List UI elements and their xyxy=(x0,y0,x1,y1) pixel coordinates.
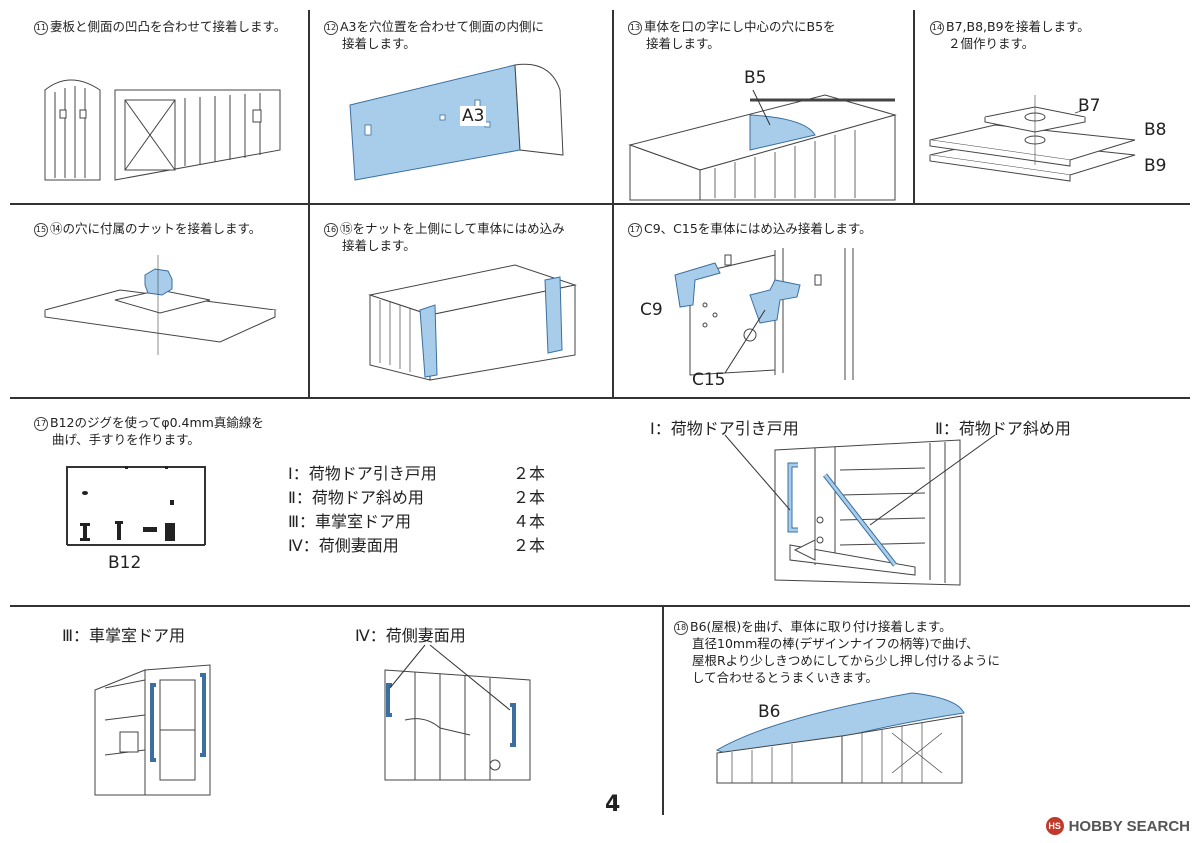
step-text-line4: して合わせるとうまくいきます。 xyxy=(692,670,878,685)
handrail-label: Ⅱ：荷物ドア斜め用 xyxy=(288,488,424,507)
step-number: 13 xyxy=(628,21,642,35)
row-divider-2 xyxy=(10,397,1190,399)
part-label-c9: C9 xyxy=(640,300,663,320)
handrail-label: Ⅳ：荷側妻面用 xyxy=(288,536,399,555)
figure-handrail-iii xyxy=(94,664,211,796)
part-label-b12: B12 xyxy=(108,553,142,573)
handrail-qty-1: ２本 xyxy=(513,464,546,483)
step-text-line2: ２個作ります。 xyxy=(948,36,1035,51)
step-number: 16 xyxy=(324,223,338,237)
figure-c9-c15-parts xyxy=(674,248,854,380)
part-label-b7: B7 xyxy=(1078,96,1101,116)
figure-label-iv: Ⅳ：荷側妻面用 xyxy=(355,626,466,645)
part-label-b8: B8 xyxy=(1144,120,1167,140)
part-label-a3: A3 xyxy=(460,106,487,126)
col-divider-r1c xyxy=(913,10,915,203)
figure-b7-b8-b9-plates xyxy=(929,95,1136,182)
step-number: 14 xyxy=(930,21,944,35)
step-text: ⑮をナットを上側にして車体にはめ込み xyxy=(340,221,565,236)
step-number: 17 xyxy=(628,223,642,237)
step-text: B12のジグを使ってφ0.4mm真鍮線を xyxy=(50,415,264,430)
handrail-label: Ⅰ：荷物ドア引き戸用 xyxy=(288,464,437,483)
part-label-c15: C15 xyxy=(692,370,726,390)
part-label-b5: B5 xyxy=(744,68,767,88)
step-text: A3を穴位置を合わせて側面の内側に xyxy=(340,19,545,34)
step-text-line2: 接着します。 xyxy=(342,238,416,253)
step-text-line2: 接着します。 xyxy=(342,36,416,51)
figure-label-iii: Ⅲ：車掌室ドア用 xyxy=(62,626,186,645)
watermark-text: HOBBY SEARCH xyxy=(1068,817,1190,835)
handrail-qty-3: ４本 xyxy=(513,512,546,531)
handrail-row-2: Ⅱ：荷物ドア斜め用 xyxy=(288,484,424,508)
figure-b6-roof xyxy=(715,692,965,784)
step-text: B7,B8,B9を接着します。 xyxy=(946,19,1090,34)
figure-a3-part xyxy=(349,63,564,181)
handrail-row-4: Ⅳ：荷側妻面用 xyxy=(288,532,399,556)
figure-handrail-iv xyxy=(384,644,531,781)
row-divider-3 xyxy=(10,605,1190,607)
figure-label-ii: Ⅱ：荷物ドア斜め用 xyxy=(935,419,1071,438)
step-text: B6(屋根)を曲げ、車体に取り付け接着します。 xyxy=(690,619,952,634)
handrail-qty-4: ２本 xyxy=(513,536,546,555)
hobby-search-logo-icon: HS xyxy=(1045,817,1064,835)
figure-nut-on-plate xyxy=(44,255,277,355)
step-text: ⑭の穴に付属のナットを接着します。 xyxy=(50,221,262,236)
step-text-line2: 曲げ、手すりを作ります。 xyxy=(52,432,200,447)
handrail-row-3: Ⅲ：車掌室ドア用 xyxy=(288,508,411,532)
figure-b5-part xyxy=(628,89,897,201)
part-label-b9: B9 xyxy=(1144,156,1167,176)
handrail-qty-2: ２本 xyxy=(513,488,546,507)
step-number: 17 xyxy=(34,417,48,431)
col-divider-r2a xyxy=(308,203,310,397)
page-number: 4 xyxy=(605,792,621,817)
figure-body-assembly xyxy=(368,264,577,381)
figure-handrail-i-ii xyxy=(724,434,996,586)
col-divider-r4 xyxy=(662,605,664,815)
watermark: HS HOBBY SEARCH xyxy=(1045,817,1190,835)
step-text: C9、C15を車体にはめ込み接着します。 xyxy=(644,221,872,236)
step-text-line3: 屋根Rより少しきつめにしてから少し押し付けるように xyxy=(692,653,1001,668)
handrail-row-1: Ⅰ：荷物ドア引き戸用 xyxy=(288,460,437,484)
row-divider-1 xyxy=(10,203,1190,205)
col-divider-r2b xyxy=(612,203,614,397)
step-text: 車体を口の字にし中心の穴にB5を xyxy=(644,19,836,34)
figure-end-and-side-walls xyxy=(44,79,281,181)
step-text: 妻板と側面の凹凸を合わせて接着します。 xyxy=(50,19,287,34)
step-number: 15 xyxy=(34,223,48,237)
step-number: 11 xyxy=(34,21,48,35)
col-divider-r1a xyxy=(308,10,310,203)
step-number: 18 xyxy=(674,621,688,635)
step-text-line2: 接着します。 xyxy=(646,36,720,51)
figure-label-i: Ⅰ：荷物ドア引き戸用 xyxy=(650,419,799,438)
handrail-label: Ⅲ：車掌室ドア用 xyxy=(288,512,412,531)
figure-b12-jig xyxy=(66,466,206,546)
col-divider-r1b xyxy=(612,10,614,203)
step-number: 12 xyxy=(324,21,338,35)
step-text-line2: 直径10mm程の棒(デザインナイフの柄等)で曲げ、 xyxy=(692,636,979,651)
part-label-b6: B6 xyxy=(758,702,781,722)
